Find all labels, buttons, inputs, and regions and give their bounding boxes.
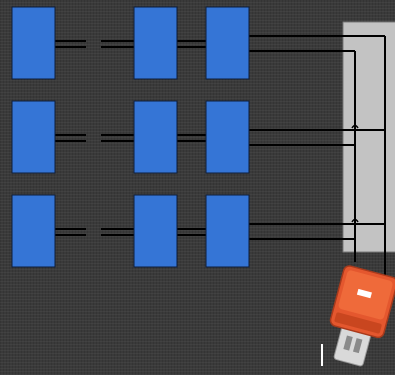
wire-gap-icon — [86, 225, 101, 237]
wire-gap-icon — [86, 37, 101, 49]
solar-panel-icon — [205, 100, 250, 174]
solar-panel-icon — [11, 6, 56, 80]
solar-panel-icon — [11, 100, 56, 174]
solar-panel-icon — [133, 194, 178, 268]
combiner-box — [342, 21, 395, 253]
solar-panel-icon — [205, 194, 250, 268]
wire-crossover — [351, 124, 359, 129]
solar-panel-icon — [11, 194, 56, 268]
inverter-label-plate — [356, 288, 372, 299]
module-array — [11, 6, 250, 268]
wire-gap-icon — [86, 131, 101, 143]
solar-panel-icon — [205, 6, 250, 80]
solar-panel-icon — [133, 100, 178, 174]
solar-panel-icon — [133, 6, 178, 80]
inverter-icon — [321, 265, 395, 367]
wiring — [55, 35, 386, 300]
wire-crossover — [351, 218, 359, 223]
